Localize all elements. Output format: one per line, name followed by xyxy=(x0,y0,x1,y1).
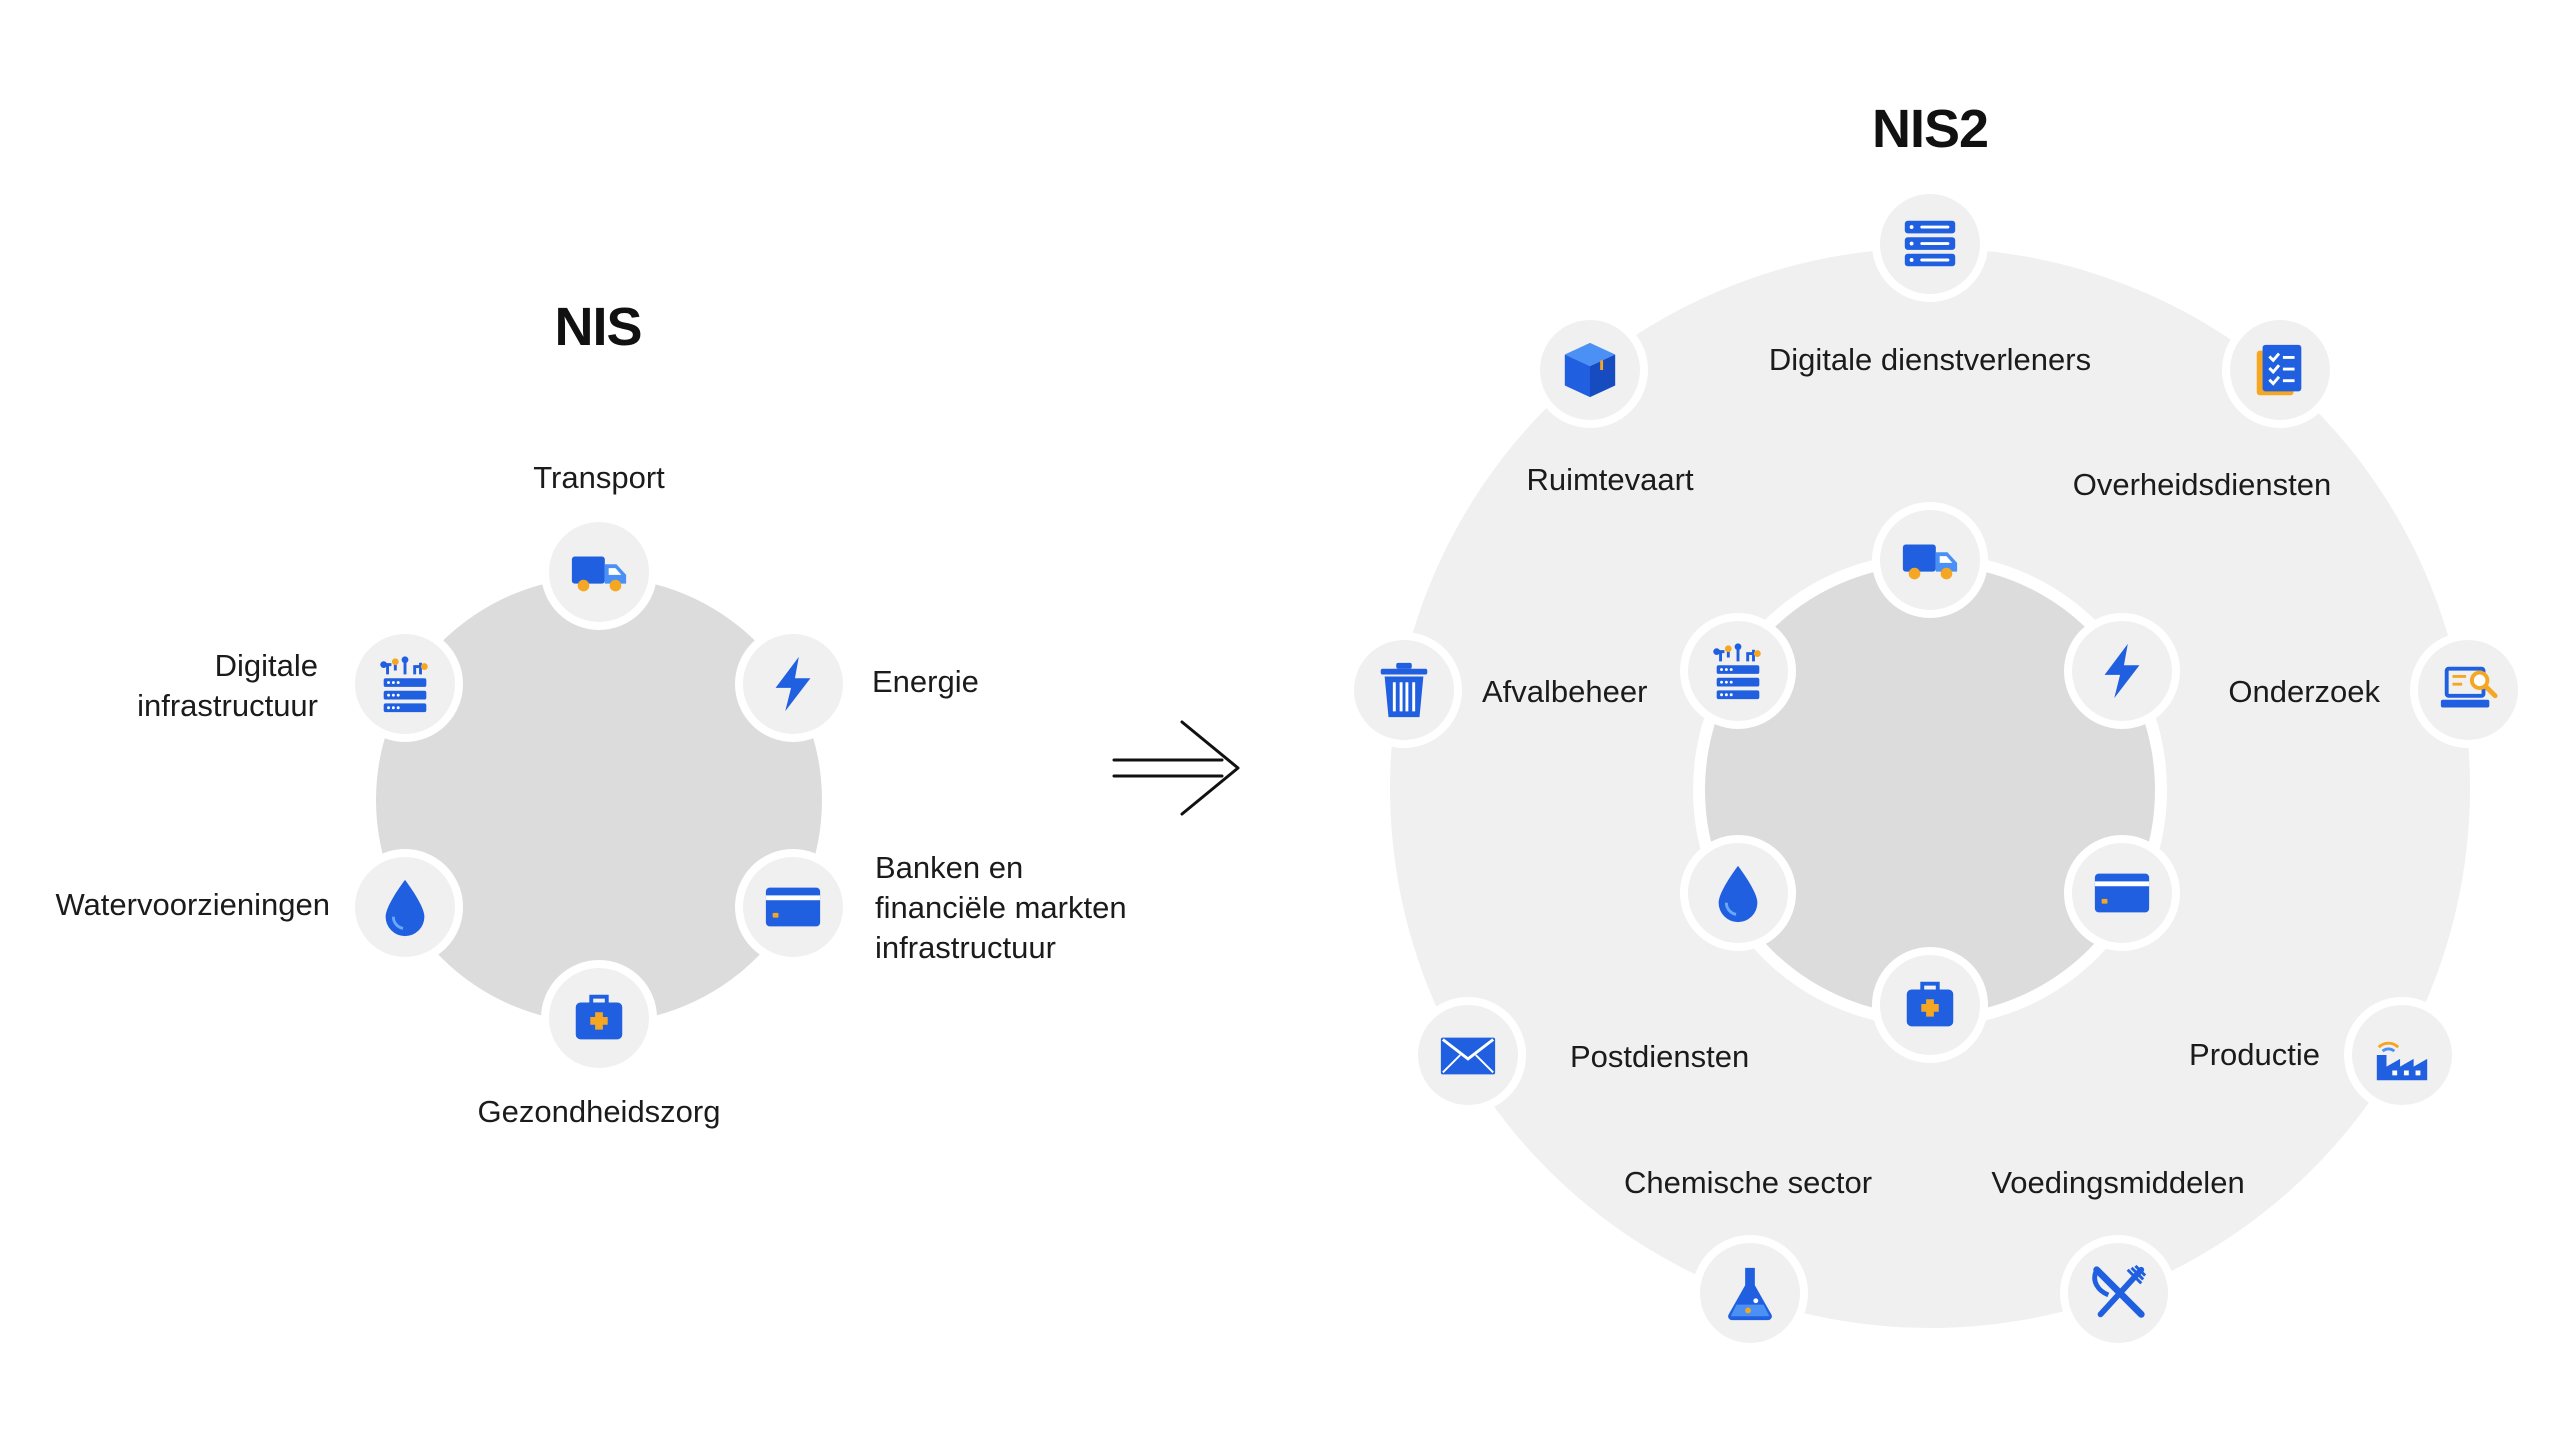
label-finance-line-2: financiële markten xyxy=(875,890,1127,925)
nis2-node-finance xyxy=(2064,835,2180,951)
credit-card-icon xyxy=(2091,862,2153,924)
nis2-node-digital-providers xyxy=(1872,186,1988,302)
nis2-node-space xyxy=(1532,312,1648,428)
medical-kit-icon xyxy=(568,987,630,1049)
node-energy xyxy=(735,626,851,742)
laptop-search-icon xyxy=(2437,659,2499,721)
checklist-icon xyxy=(2249,339,2311,401)
label-space: Ruimtevaart xyxy=(1526,462,1694,497)
label-digital-infra: Digitale infrastructuur xyxy=(137,646,318,726)
label-finance-line-1: Banken en xyxy=(875,850,1024,885)
truck-icon xyxy=(1899,529,1961,591)
label-finance: Banken en financiële markten infrastruct… xyxy=(875,848,1127,968)
node-health xyxy=(541,960,657,1076)
server-rack-icon xyxy=(1899,213,1961,275)
water-drop-icon xyxy=(1707,862,1769,924)
nis2-node-production xyxy=(2344,997,2460,1113)
label-food: Voedingsmiddelen xyxy=(1991,1165,2245,1200)
nis2-node-health xyxy=(1872,947,1988,1063)
trash-icon xyxy=(1373,659,1435,721)
nis2-node-waste xyxy=(1346,632,1462,748)
label-digital-infra-line-1: Digitale xyxy=(214,648,318,683)
credit-card-icon xyxy=(762,876,824,938)
nis2-node-chemical xyxy=(1692,1235,1808,1351)
server-network-icon xyxy=(1707,640,1769,702)
label-digital-infra-line-2: infrastructuur xyxy=(137,688,318,723)
medical-kit-icon xyxy=(1899,974,1961,1036)
label-research: Onderzoek xyxy=(2228,674,2380,709)
label-finance-line-3: infrastructuur xyxy=(875,930,1056,965)
nis2-node-research xyxy=(2410,632,2526,748)
node-transport xyxy=(541,514,657,630)
label-digital-providers: Digitale dienstverleners xyxy=(1768,342,2092,377)
flask-icon xyxy=(1719,1262,1781,1324)
node-water xyxy=(347,849,463,965)
nis2-node-government xyxy=(2222,312,2338,428)
label-postal: Postdiensten xyxy=(1570,1039,1750,1074)
label-health: Gezondheidszorg xyxy=(477,1094,721,1129)
nis2-node-water xyxy=(1680,835,1796,951)
label-water: Watervoorzieningen xyxy=(55,887,330,922)
nis2-node-energy xyxy=(2064,613,2180,729)
label-chemical: Chemische sector xyxy=(1623,1165,1873,1200)
nis-title: NIS xyxy=(554,297,642,357)
nis2-node-postal xyxy=(1410,997,1526,1113)
label-waste: Afvalbeheer xyxy=(1482,674,1648,709)
water-drop-icon xyxy=(374,876,436,938)
envelope-icon xyxy=(1437,1024,1499,1086)
label-transport: Transport xyxy=(533,460,665,495)
truck-icon xyxy=(568,541,630,603)
nis2-node-digital-infra xyxy=(1680,613,1796,729)
nis2-node-transport xyxy=(1872,502,1988,618)
lightning-icon xyxy=(2091,640,2153,702)
fork-knife-icon xyxy=(2087,1262,2149,1324)
nis2-node-food xyxy=(2060,1235,2176,1351)
nis2-title: NIS2 xyxy=(1871,99,1989,159)
label-government: Overheidsdiensten xyxy=(2072,467,2332,502)
node-finance xyxy=(735,849,851,965)
server-network-icon xyxy=(374,653,436,715)
arrow-right-icon xyxy=(1112,720,1240,816)
label-energy-line: Energie xyxy=(872,664,979,699)
node-digital-infra xyxy=(347,626,463,742)
package-icon xyxy=(1559,339,1621,401)
label-energy: Energie xyxy=(872,662,979,702)
factory-icon xyxy=(2371,1024,2433,1086)
lightning-icon xyxy=(762,653,824,715)
label-production: Productie xyxy=(2189,1037,2320,1072)
